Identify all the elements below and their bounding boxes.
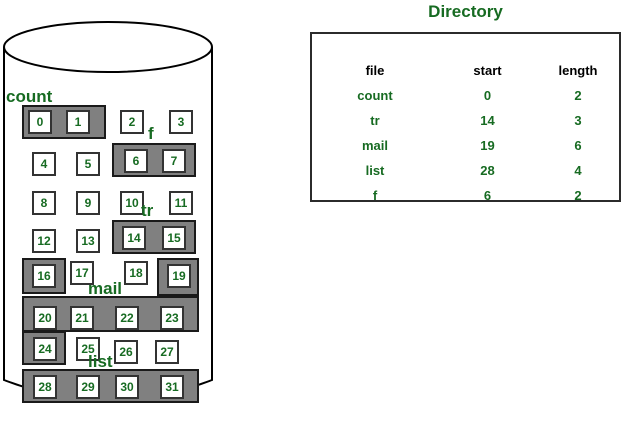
cell-length-tr: 3 [574, 113, 582, 128]
file-label-tr: tr [141, 201, 154, 220]
table-row: mail 19 6 [310, 133, 621, 158]
cell-start-count: 0 [483, 88, 492, 103]
disk-block-0[interactable]: 0 [28, 110, 52, 134]
disk-block-25[interactable]: 25 [76, 337, 100, 361]
disk-block-11[interactable]: 11 [169, 191, 193, 215]
disk-block-21[interactable]: 21 [70, 306, 94, 330]
disk-block-29[interactable]: 29 [76, 375, 100, 399]
disk-block-18[interactable]: 18 [124, 261, 148, 285]
disk-figure: 0 1 2 3 4 5 6 7 8 9 10 11 12 13 14 15 16… [0, 0, 230, 422]
column-header-length: length [558, 63, 598, 78]
cell-file-list: list [365, 163, 385, 178]
table-row: tr 14 3 [310, 108, 621, 133]
file-label-mail: mail [88, 279, 123, 298]
column-header-start: start [473, 63, 502, 78]
disk-block-26[interactable]: 26 [114, 340, 138, 364]
disk-block-10[interactable]: 10 [120, 191, 144, 215]
cell-start-list: 28 [480, 163, 495, 178]
file-label-f: f [148, 124, 154, 143]
cell-file-count: count [357, 88, 393, 103]
disk-block-4[interactable]: 4 [32, 152, 56, 176]
directory-header-row: file start length [310, 32, 621, 83]
disk-block-8[interactable]: 8 [32, 191, 56, 215]
table-row: f 6 2 [310, 183, 621, 208]
disk-block-15[interactable]: 15 [162, 226, 186, 250]
disk-block-16[interactable]: 16 [32, 264, 56, 288]
table-row: count 0 2 [310, 83, 621, 108]
directory-panel: Directory file start length count 0 2 tr… [310, 0, 621, 205]
disk-block-1[interactable]: 1 [66, 110, 90, 134]
disk-block-20[interactable]: 20 [33, 306, 57, 330]
cell-length-mail: 6 [574, 138, 582, 153]
directory-table: file start length count 0 2 tr 14 3 mail… [310, 32, 621, 208]
file-label-count: count [6, 87, 53, 106]
disk-block-2[interactable]: 2 [120, 110, 144, 134]
disk-block-17[interactable]: 17 [70, 261, 94, 285]
cell-start-tr: 14 [480, 113, 495, 128]
disk-block-9[interactable]: 9 [76, 191, 100, 215]
disk-block-28[interactable]: 28 [33, 375, 57, 399]
disk-block-23[interactable]: 23 [160, 306, 184, 330]
column-header-file: file [365, 63, 385, 78]
disk-block-14[interactable]: 14 [122, 226, 146, 250]
disk-block-7[interactable]: 7 [162, 149, 186, 173]
disk-block-3[interactable]: 3 [169, 110, 193, 134]
cylinder-top-ellipse [3, 21, 213, 73]
cell-file-tr: tr [370, 113, 380, 128]
cell-file-mail: mail [361, 138, 388, 153]
cell-length-count: 2 [574, 88, 582, 103]
directory-title: Directory [428, 2, 503, 21]
disk-block-22[interactable]: 22 [115, 306, 139, 330]
disk-block-24[interactable]: 24 [33, 337, 57, 361]
disk-block-30[interactable]: 30 [115, 375, 139, 399]
disk-block-5[interactable]: 5 [76, 152, 100, 176]
disk-block-13[interactable]: 13 [76, 229, 100, 253]
disk-block-31[interactable]: 31 [160, 375, 184, 399]
cell-start-mail: 19 [480, 138, 495, 153]
file-label-list: list [88, 352, 113, 371]
directory-box [310, 32, 621, 202]
cell-length-f: 2 [574, 188, 582, 203]
disk-block-6[interactable]: 6 [124, 149, 148, 173]
table-row: list 28 4 [310, 158, 621, 183]
cell-start-f: 6 [483, 188, 492, 203]
disk-block-19[interactable]: 19 [167, 264, 191, 288]
cell-file-f: f [372, 188, 378, 203]
disk-block-12[interactable]: 12 [32, 229, 56, 253]
cell-length-list: 4 [574, 163, 582, 178]
disk-block-27[interactable]: 27 [155, 340, 179, 364]
